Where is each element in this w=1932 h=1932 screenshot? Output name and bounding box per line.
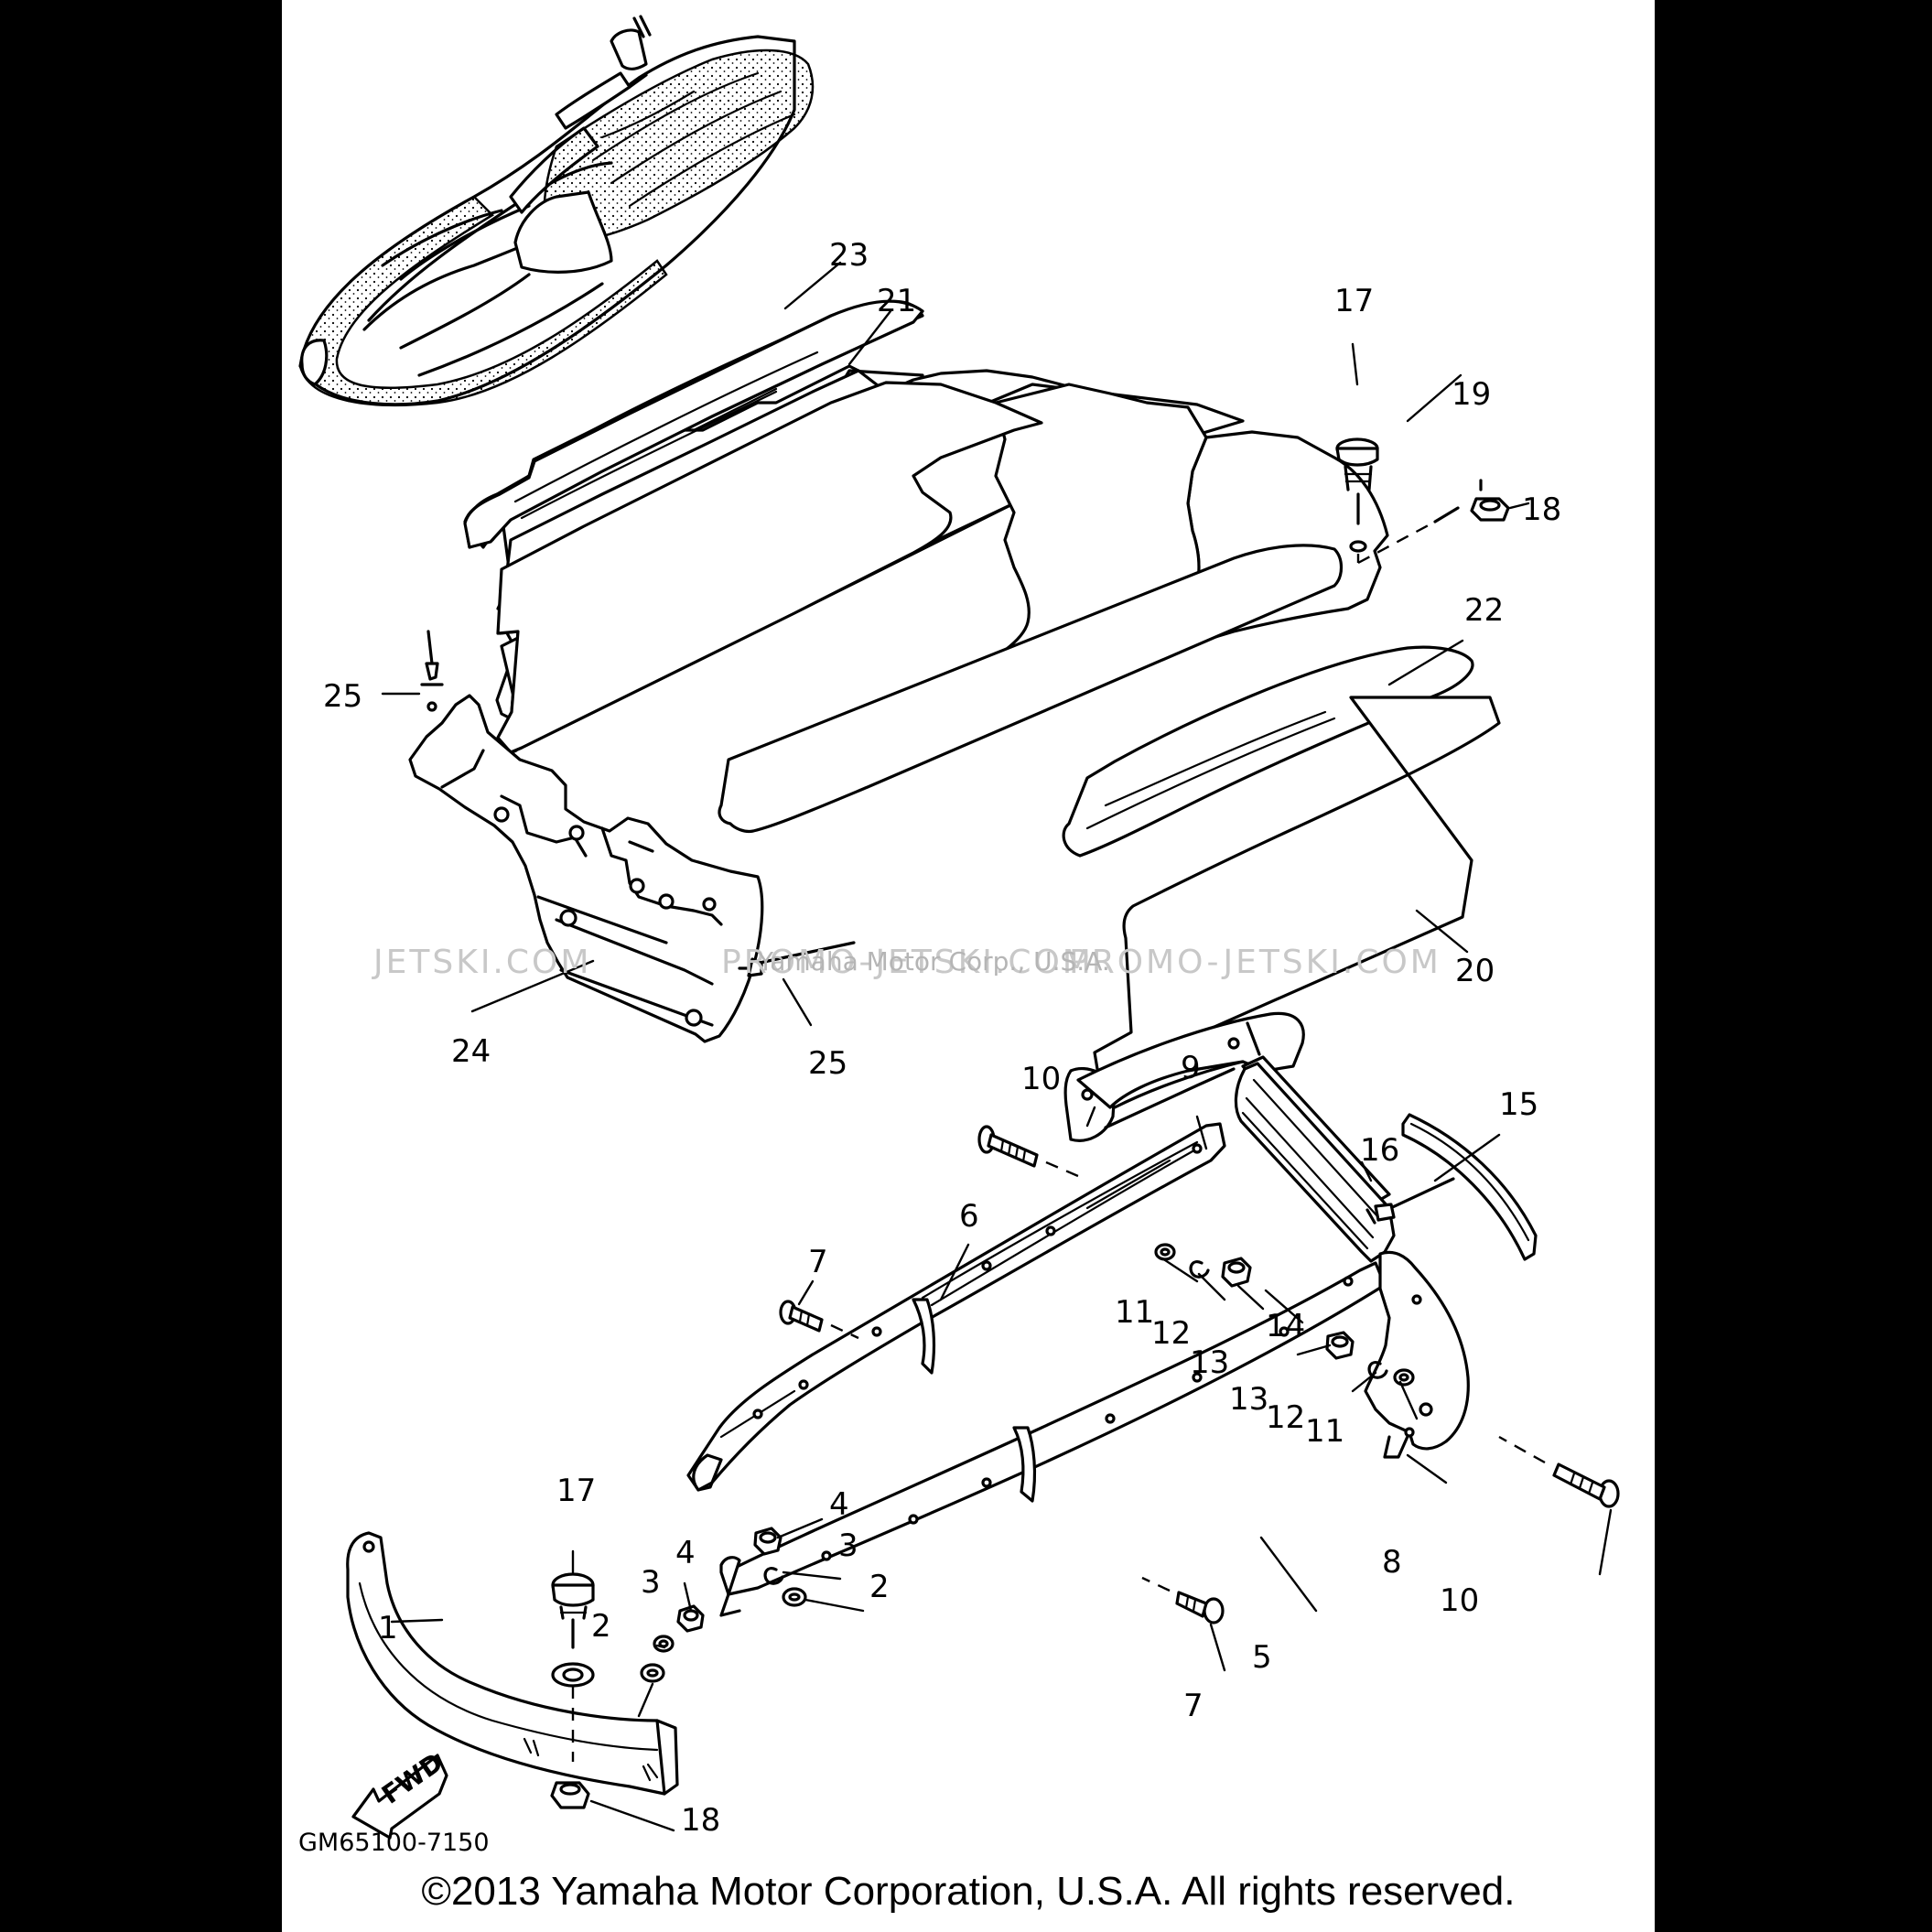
nut-18-top — [1433, 479, 1510, 523]
nut-13-upper — [1221, 1257, 1252, 1288]
callout-25-top: 25 — [323, 678, 362, 715]
callout-7-lower: 7 — [1183, 1688, 1203, 1724]
callout-3-left: 3 — [641, 1564, 661, 1601]
watermark: JETSKI.COM PROMO-JETSKI.COM PROMO-JETSKI… — [372, 944, 1441, 981]
bolt-7-lower — [1141, 1576, 1225, 1624]
callout-22: 22 — [1464, 592, 1504, 629]
callout-17-lower: 17 — [556, 1473, 596, 1509]
part-15-strip — [1401, 1113, 1538, 1261]
rivet-25-bottom — [738, 941, 856, 977]
copyright-notice: ©2013 Yamaha Motor Corporation, U.S.A. A… — [421, 1869, 1516, 1914]
callout-13-lower: 13 — [1229, 1381, 1268, 1418]
fwd-arrow-icon: FWD — [351, 1747, 448, 1840]
part-14-rail — [1234, 1055, 1396, 1263]
bolt-10-lower — [1498, 1435, 1620, 1508]
callout-9: 9 — [1181, 1050, 1201, 1086]
spring-washer-12-upper — [1189, 1260, 1210, 1279]
washer-11-lower — [1393, 1368, 1415, 1387]
nut-13-lower — [1325, 1331, 1355, 1360]
spring-washer-3-right — [763, 1567, 784, 1585]
callout-2-right: 2 — [869, 1569, 890, 1605]
callout-14: 14 — [1266, 1308, 1305, 1344]
callout-numbers: 23 21 17 19 18 22 20 25 25 24 10 9 15 16… — [323, 237, 1561, 1839]
nut-4-right — [753, 1527, 783, 1556]
nut-18-lower — [550, 1781, 590, 1809]
part-20-sheet-visible — [1093, 696, 1501, 1076]
callout-1: 1 — [378, 1610, 398, 1646]
exploded-view: .ln { fill: none; stroke: #000; stroke-w… — [298, 237, 1620, 1857]
callout-8: 8 — [1382, 1544, 1402, 1581]
drain-plug-17-lower — [551, 1572, 595, 1762]
callout-12-upper: 12 — [1151, 1315, 1191, 1352]
callout-10-upper: 10 — [1021, 1061, 1061, 1097]
callout-15: 15 — [1499, 1086, 1538, 1123]
callout-4-left: 4 — [675, 1535, 696, 1571]
callout-11-upper: 11 — [1115, 1294, 1154, 1331]
callout-23: 23 — [829, 237, 869, 274]
watercraft-illustration — [298, 15, 815, 407]
watermark-center: PROMO-JETSKI.COM — [721, 944, 1094, 981]
callout-25-bottom: 25 — [808, 1045, 847, 1082]
callout-21: 21 — [877, 283, 916, 319]
part-5-rail — [719, 1261, 1387, 1617]
callout-17-top: 17 — [1334, 283, 1374, 319]
callout-18-top: 18 — [1522, 491, 1561, 528]
callout-13-upper: 13 — [1190, 1344, 1229, 1381]
callout-5: 5 — [1252, 1639, 1272, 1676]
part-23-deck-mat — [463, 299, 924, 549]
watermark-overlay: Yamaha Motor Corp., U.S.A. — [757, 946, 1110, 977]
nut-4-left — [676, 1604, 705, 1633]
callout-19: 19 — [1452, 376, 1491, 413]
drain-plug-17-top — [1335, 437, 1436, 565]
part-9-bracket — [1063, 1011, 1305, 1142]
callout-20: 20 — [1455, 953, 1495, 989]
washer-11-upper — [1154, 1243, 1176, 1261]
rect-mat — [718, 544, 1344, 834]
part-24-bracket — [408, 694, 764, 1043]
callout-2-left: 2 — [591, 1608, 611, 1645]
callout-6: 6 — [959, 1198, 979, 1235]
part-6-rail — [686, 1122, 1226, 1492]
callout-11-lower: 11 — [1305, 1413, 1344, 1450]
watermark-left: JETSKI.COM — [372, 944, 591, 981]
part-1-front-bumper — [346, 1531, 679, 1796]
callout-4-right: 4 — [829, 1486, 849, 1523]
callout-3-right: 3 — [838, 1527, 858, 1564]
callout-16: 16 — [1360, 1132, 1399, 1169]
callout-12-lower: 12 — [1266, 1399, 1305, 1436]
washer-2-right — [782, 1587, 807, 1607]
callout-18-lower: 18 — [681, 1802, 720, 1839]
bolt-7-upper — [779, 1300, 859, 1340]
part-8-rear-bumper — [1364, 1250, 1470, 1459]
watermark-right: PROMO-JETSKI.COM — [1069, 944, 1441, 981]
leader-lines — [381, 261, 1613, 1832]
diagram-code: GM65100-7150 — [298, 1829, 490, 1857]
callout-7-upper: 7 — [808, 1244, 828, 1280]
callout-10-lower: 10 — [1440, 1582, 1479, 1619]
washer-3-left — [653, 1635, 675, 1653]
part-21-mat-shape — [496, 381, 1043, 754]
rivet-25-top — [420, 630, 444, 712]
bolt-10-upper — [977, 1125, 1079, 1178]
spring-washer-12-lower — [1367, 1361, 1388, 1379]
callout-24: 24 — [451, 1033, 491, 1070]
part-16-rivet — [1365, 1177, 1455, 1225]
washer-2-left — [640, 1663, 665, 1683]
